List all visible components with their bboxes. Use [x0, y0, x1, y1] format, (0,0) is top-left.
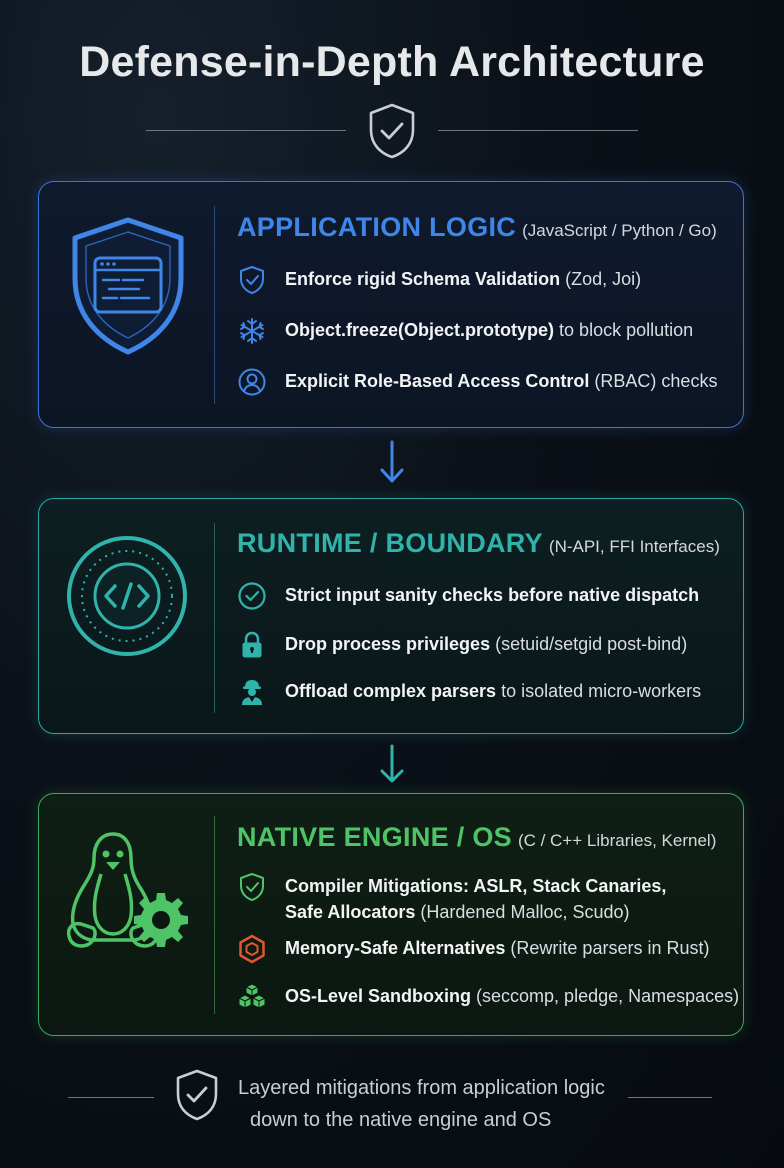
- shield-code-window-icon: [72, 217, 184, 355]
- item-bold-text: Enforce rigid Schema Validation: [285, 269, 561, 289]
- card-divider: [214, 206, 215, 404]
- cubes-icon: [237, 983, 267, 1009]
- title-rule-right: [438, 130, 638, 131]
- item-detail-text: (setuid/setgid post-bind): [490, 634, 688, 654]
- layer-title: RUNTIME / BOUNDARY: [237, 528, 543, 558]
- footer-caption: Layered mitigations from application log…: [238, 1072, 605, 1136]
- snowflake-icon: [240, 318, 264, 344]
- penguin-gear-icon: [66, 832, 188, 948]
- item-bold-text: Object.freeze(Object.prototype): [285, 320, 555, 340]
- layer-subtitle: (JavaScript / Python / Go): [522, 221, 717, 240]
- arrow-down-icon: [380, 744, 404, 783]
- native-engine-card: NATIVE ENGINE / OS (C / C++ Libraries, Ke…: [38, 793, 744, 1036]
- arrow-down-icon: [380, 440, 404, 483]
- item-bold-text: OS-Level Sandboxing: [285, 986, 472, 1006]
- layer-heading: APPLICATION LOGIC (JavaScript / Python / …: [237, 212, 717, 243]
- footer-rule-right: [628, 1097, 712, 1098]
- runtime-boundary-card: RUNTIME / BOUNDARY (N-API, FFI Interfaces…: [38, 498, 744, 734]
- shield-check-icon: [176, 1069, 218, 1121]
- layer-subtitle: (N-API, FFI Interfaces): [548, 537, 720, 556]
- layer-heading: NATIVE ENGINE / OS (C / C++ Libraries, Ke…: [237, 822, 716, 853]
- item-bold-text: Offload complex parsers: [285, 681, 497, 701]
- hexagon-icon: [239, 934, 265, 964]
- card-divider: [214, 816, 215, 1014]
- shield-check-icon: [240, 873, 264, 901]
- padlock-icon: [242, 631, 262, 658]
- card-divider: [214, 523, 215, 713]
- title-rule-left: [146, 130, 346, 131]
- check-circle-icon: [238, 582, 266, 610]
- item-detail-text: (Rewrite parsers in Rust): [505, 938, 710, 958]
- item-bold-text: Explicit Role-Based Access Control: [285, 371, 590, 391]
- footer-line-1: Layered mitigations from application log…: [238, 1077, 605, 1099]
- item-bold-text: Memory-Safe Alternatives: [285, 938, 506, 958]
- item-bold-text: Compiler Mitigations: ASLR, Stack Canari…: [285, 876, 667, 896]
- layer-title: NATIVE ENGINE / OS: [237, 822, 512, 852]
- item-detail-text: to isolated micro-workers: [496, 681, 702, 701]
- item-bold-text: Strict input sanity checks before native…: [285, 585, 700, 605]
- code-circle-icon: [67, 536, 187, 656]
- item-detail-text: (Hardened Malloc, Scudo): [415, 902, 630, 922]
- item-detail-text: (RBAC) checks: [589, 371, 718, 391]
- application-logic-card: APPLICATION LOGIC (JavaScript / Python / …: [38, 181, 744, 428]
- layer-subtitle: (C / C++ Libraries, Kernel): [517, 831, 717, 850]
- item-bold-text: Safe Allocators: [285, 902, 416, 922]
- user-circle-icon: [238, 368, 266, 396]
- shield-check-icon: [369, 103, 415, 159]
- item-detail-text: (Zod, Joi): [560, 269, 642, 289]
- footer-line-2: down to the native engine and OS: [250, 1109, 552, 1131]
- item-bold-text: Drop process privileges: [285, 634, 491, 654]
- layer-title: APPLICATION LOGIC: [237, 212, 517, 242]
- footer-rule-left: [68, 1097, 154, 1098]
- layer-heading: RUNTIME / BOUNDARY (N-API, FFI Interfaces…: [237, 528, 720, 559]
- worker-icon: [242, 680, 262, 705]
- page-title: Defense-in-Depth Architecture: [79, 38, 705, 86]
- shield-check-icon: [240, 266, 264, 294]
- item-detail-text: to block pollution: [554, 320, 694, 340]
- item-detail-text: (seccomp, pledge, Namespaces): [471, 986, 740, 1006]
